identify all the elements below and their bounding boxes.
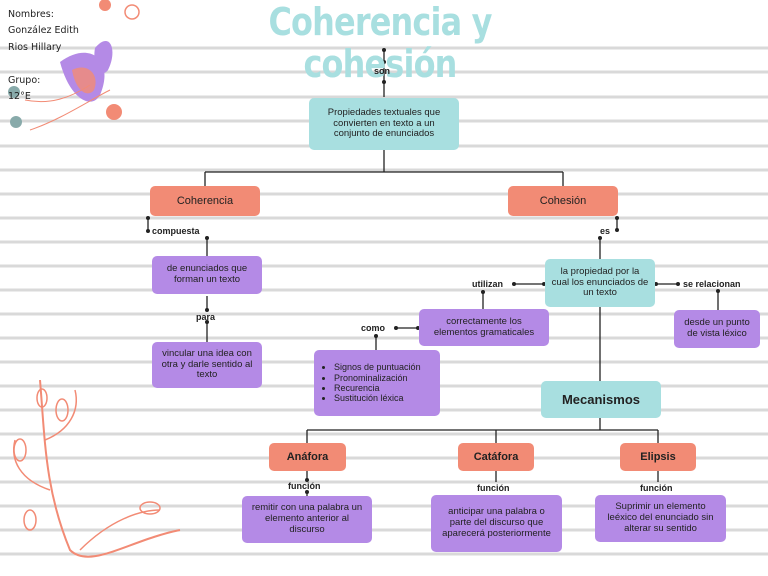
label-funcion-anafora: función [288,481,321,491]
coherencia-definition-node: de enunciados que forman un texto [152,256,262,294]
label-es: es [600,226,611,236]
label-compuesta: compuesta [152,226,200,236]
elipsis-node: Elipsis [620,443,696,471]
catafora-definition-node: anticipar una palabra o parte del discur… [431,495,562,552]
coherencia-purpose-node: vincular una idea con otra y darle senti… [152,342,262,388]
label-utilizan: utilizan [472,279,503,289]
author-name-1: González Edith [8,25,79,36]
page-title: Coherencia y cohesión [268,0,492,86]
branch-decoration-icon [13,380,181,558]
example-item: Pronominalización [334,373,421,383]
example-item: Recurencia [334,383,421,393]
root-node: Propiedades textuales que convierten en … [309,98,459,150]
mecanismos-node: Mecanismos [541,381,661,418]
anafora-node: Anáfora [269,443,346,471]
cohesion-definition-node: la propiedad por la cual los enunciados … [545,259,655,307]
anafora-definition-node: remitir con una palabra un elemento ante… [242,496,372,543]
author-name-2: Rios Hillary [8,42,62,53]
group-label: Grupo: [8,75,41,86]
example-item: Signos de puntuación [334,362,421,372]
label-como: como [361,323,386,333]
grammatical-elements-node: correctamente los elementos gramaticales [419,309,549,346]
lexical-node: desde un punto de vista léxico [674,310,760,348]
label-funcion-elipsis: función [640,483,673,493]
group-value: 12°E [8,91,31,102]
label-para: para [196,312,216,322]
cohesion-node: Cohesión [508,186,618,216]
label-funcion-catafora: función [477,483,510,493]
examples-list: Signos de puntuación Pronominalización R… [320,362,421,403]
label-se-relacionan: se relacionan [683,279,741,289]
catafora-node: Catáfora [458,443,534,471]
examples-list-node: Signos de puntuación Pronominalización R… [314,350,440,416]
names-label: Nombres: [8,9,54,20]
coherencia-node: Coherencia [150,186,260,216]
floral-decoration-icon [8,0,140,131]
elipsis-definition-node: Suprimir un elemento leéxico del enuncia… [595,495,726,542]
example-item: Sustitución léxica [334,393,421,403]
label-son: son [374,66,391,76]
